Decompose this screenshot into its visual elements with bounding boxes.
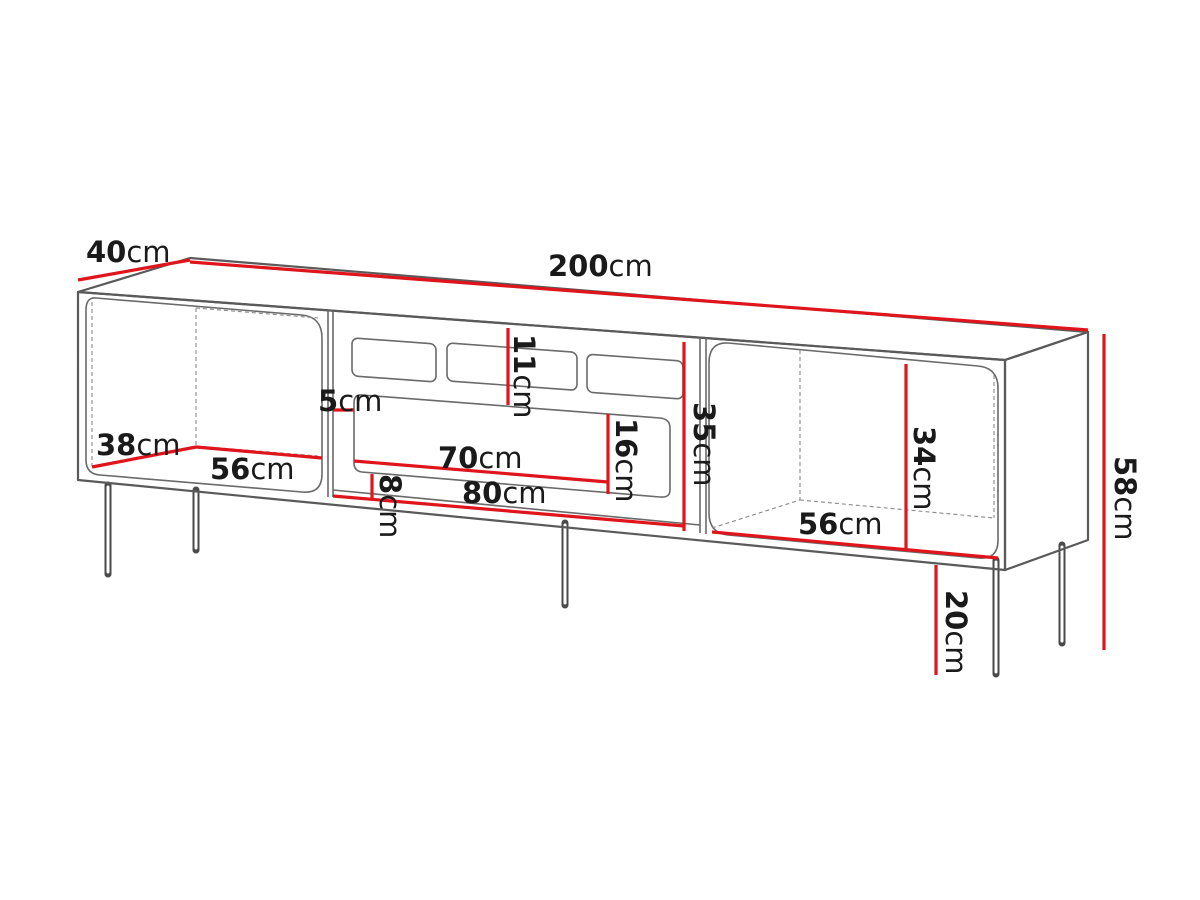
label-body-height: 35cm: [687, 402, 721, 487]
cabinet-side: [1003, 330, 1090, 572]
drawer-handle-right: [586, 353, 684, 400]
drawer-opening: [353, 394, 671, 498]
dim-line-width: [189, 260, 1089, 332]
right-door-frame: [708, 342, 999, 559]
label-right-width: 56cm: [798, 507, 883, 541]
drawer-handle-left: [351, 337, 437, 383]
left-door-frame: [85, 297, 323, 493]
label-drawer-width: 70cm: [438, 441, 523, 475]
dimension-lines: [77, 258, 1106, 675]
label-left-width: 56cm: [210, 452, 295, 486]
drawer-handle-center: [446, 342, 578, 391]
dim-line-left-width: [91, 445, 197, 469]
label-left-depth: 38cm: [96, 428, 181, 462]
label-drawer-front: 11cm: [507, 334, 541, 419]
cabinet-body: [76, 256, 1090, 572]
label-total-height: 58cm: [1108, 456, 1142, 541]
label-right-height: 34cm: [907, 426, 941, 511]
label-drawer-gap: 5cm: [318, 384, 382, 418]
dim-line-depth: [77, 258, 191, 282]
dim-line-center-width: [332, 494, 685, 528]
label-leg-height: 20cm: [939, 590, 973, 675]
label-depth: 40cm: [86, 235, 171, 269]
dimension-labels: 40cm 200cm 58cm 20cm 35cm 56cm 38cm 56cm…: [86, 235, 1142, 675]
dim-line-right-width: [711, 530, 999, 560]
dim-line-drawer-width: [353, 459, 609, 484]
label-width: 200cm: [548, 249, 653, 283]
dim-line-left-width-2: [195, 445, 323, 460]
cabinet-legs: [104, 481, 1066, 678]
label-center-width: 80cm: [462, 476, 547, 510]
label-drawer-height: 16cm: [609, 418, 643, 503]
right-compartment: [708, 342, 999, 559]
label-rail-height: 8cm: [373, 474, 407, 538]
